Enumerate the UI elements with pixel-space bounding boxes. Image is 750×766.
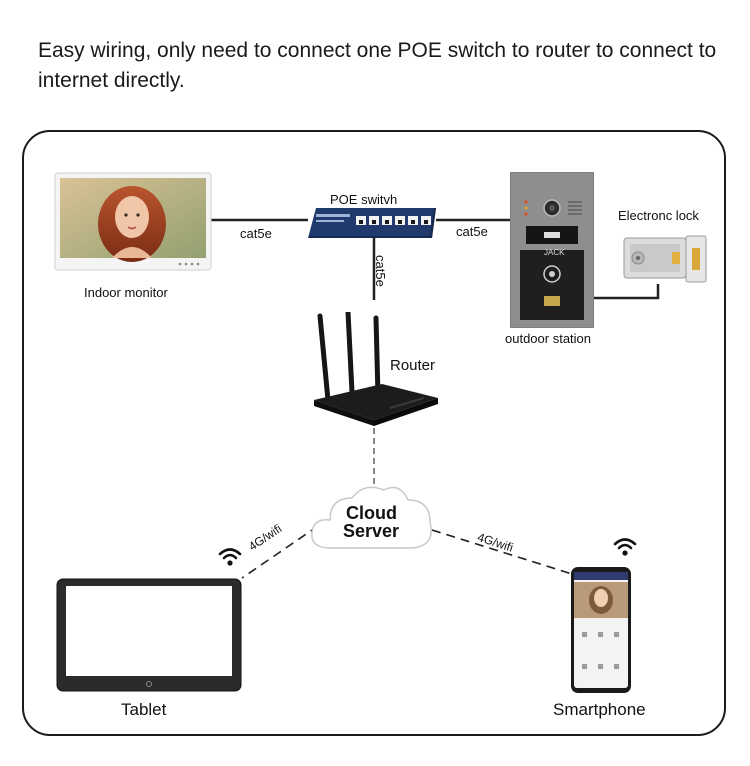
link-cloud-tablet [241,525,319,579]
headline: Easy wiring, only need to connect one PO… [38,39,717,92]
tablet-icon [56,578,242,692]
link-station-lock [592,284,660,300]
indoor-monitor-label: Indoor monitor [84,285,168,300]
link-label-switch-station: cat5e [456,224,488,239]
diagram-frame [22,130,726,736]
wifi-icon [218,548,242,566]
electronic-lock-label: Electronc lock [618,208,699,223]
outdoor-station-label: outdoor station [505,331,592,346]
smartphone-icon [571,567,631,693]
link-label-monitor-switch: cat5e [240,226,272,241]
tablet-label: Tablet [121,700,167,719]
router-label: Router [390,357,436,374]
electronic-lock-icon [623,235,707,283]
smartphone-label: Smartphone [553,700,646,719]
cloud-server-icon [311,486,432,549]
cloud-label-line2: Server [343,521,400,541]
poe-switch-icon [308,208,436,238]
wifi-icon [613,538,637,556]
poe-switch-label: POE switvh [330,192,398,207]
outdoor-station-badge: JACK [544,248,565,257]
indoor-monitor-icon [54,172,212,271]
router-icon [314,312,438,426]
link-cloud-phone [431,529,573,575]
outdoor-station-icon [510,172,594,328]
link-label-switch-router: cat5e [373,255,388,287]
cloud-label-line1: Cloud [346,503,397,523]
